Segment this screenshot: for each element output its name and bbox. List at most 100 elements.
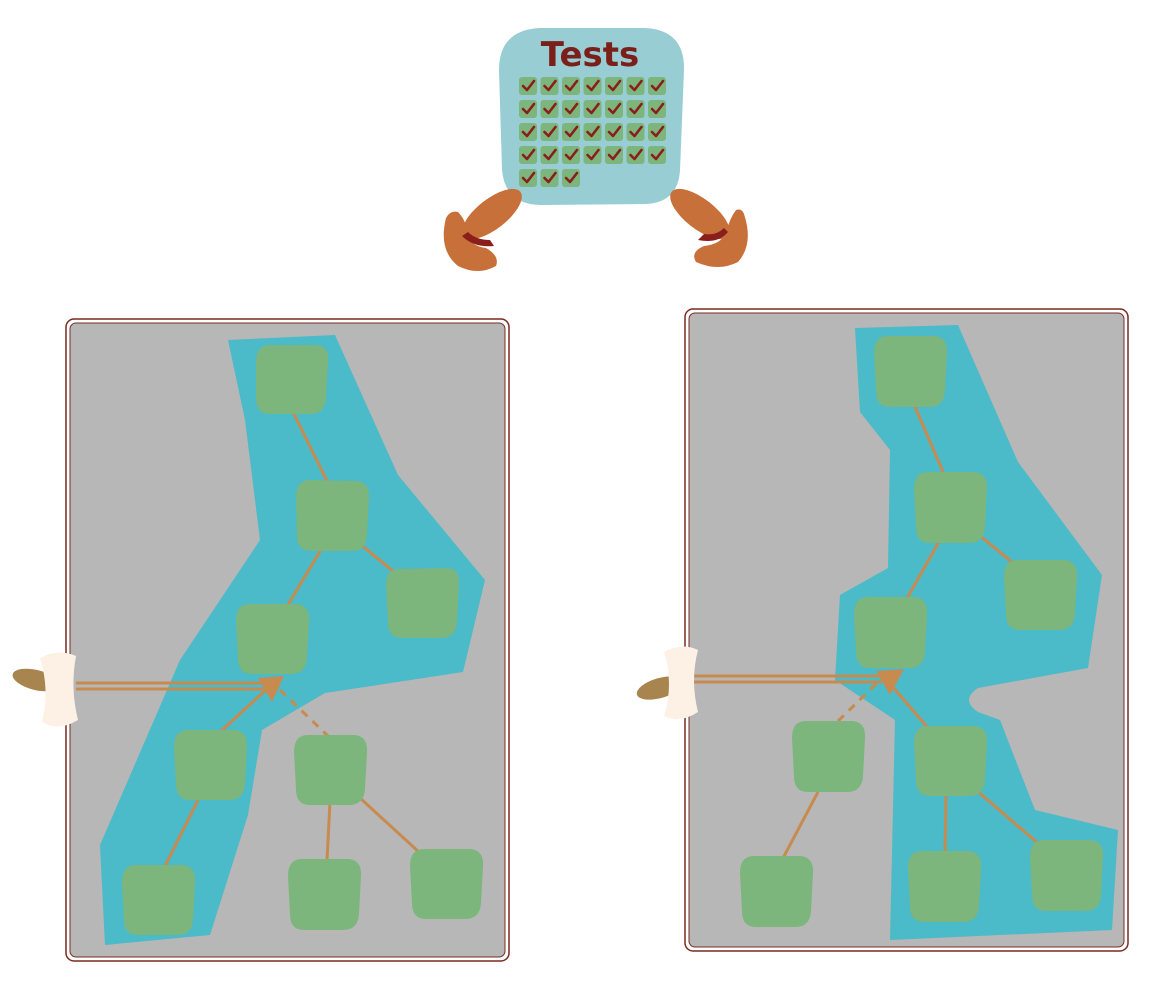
- check-mark-icon: [521, 79, 536, 92]
- graph-node: [256, 345, 329, 414]
- check-mark-icon: [564, 125, 579, 138]
- check-mark-icon: [521, 171, 536, 184]
- graph-node: [174, 730, 248, 800]
- edge: [358, 796, 422, 855]
- test-passed-check: [540, 123, 559, 141]
- check-mark-icon: [521, 102, 536, 115]
- test-passed-check: [562, 77, 580, 95]
- test-passed-check: [605, 100, 623, 118]
- check-mark-icon: [586, 102, 600, 115]
- check-mark-icon: [521, 148, 536, 161]
- check-mark-icon: [586, 79, 600, 92]
- check-mark-icon: [543, 102, 557, 115]
- check-mark-icon: [650, 148, 665, 161]
- graph-node: [740, 856, 814, 927]
- graph-node: [236, 604, 310, 674]
- left-hand-icon: [443, 188, 522, 271]
- check-mark-icon: [521, 125, 536, 138]
- right-edges: [780, 399, 1041, 861]
- check-mark-icon: [543, 148, 557, 161]
- edge: [780, 791, 820, 861]
- check-mark-icon: [607, 102, 622, 115]
- tests-title: Tests: [541, 35, 639, 75]
- test-passed-check: [605, 77, 623, 95]
- graph-node: [854, 597, 928, 668]
- graph-node: [386, 568, 460, 638]
- check-mark-icon: [564, 171, 579, 184]
- check-mark-icon: [650, 102, 665, 115]
- edge: [325, 801, 332, 861]
- test-passed-check: [648, 146, 666, 164]
- right-pointer-probe-icon: [636, 646, 904, 720]
- test-passed-check: [540, 100, 559, 118]
- test-passed-check: [562, 146, 580, 164]
- check-mark-icon: [543, 125, 557, 138]
- edge: [943, 793, 948, 853]
- right-panel: [636, 308, 1129, 952]
- test-passed-check: [626, 146, 645, 164]
- edge: [979, 534, 1013, 564]
- check-mark-icon: [564, 102, 579, 115]
- test-passed-check: [540, 169, 559, 187]
- graph-node: [874, 336, 948, 407]
- check-mark-icon: [586, 148, 600, 161]
- check-mark-icon: [564, 79, 579, 92]
- test-passed-check: [562, 169, 580, 187]
- test-passed-check: [583, 146, 602, 164]
- test-passed-check: [562, 100, 580, 118]
- edge: [910, 399, 946, 475]
- edge: [833, 682, 878, 726]
- check-mark-icon: [586, 125, 600, 138]
- edge: [218, 686, 270, 734]
- graph-node: [296, 480, 370, 551]
- graph-node: [914, 472, 988, 543]
- edge: [904, 539, 942, 601]
- graph-node: [1004, 560, 1078, 630]
- tests-card: Tests: [499, 28, 685, 205]
- test-passed-check: [605, 146, 623, 164]
- edge: [890, 685, 930, 729]
- test-passed-check: [540, 77, 559, 95]
- check-mark-icon: [543, 171, 557, 184]
- check-mark-icon: [564, 148, 579, 161]
- test-passed-check: [562, 123, 580, 141]
- left-nodes: [122, 345, 484, 935]
- right-nodes: [740, 336, 1104, 927]
- graph-node: [294, 735, 368, 805]
- test-passed-check: [626, 123, 645, 141]
- test-passed-check: [648, 100, 666, 118]
- graph-node: [122, 865, 196, 935]
- check-mark-icon: [543, 79, 557, 92]
- test-passed-check: [540, 146, 559, 164]
- edge: [163, 799, 200, 867]
- test-passed-check: [626, 77, 645, 95]
- test-passed-check: [519, 169, 537, 187]
- check-mark-icon: [629, 79, 643, 92]
- graph-node: [1030, 840, 1104, 911]
- test-passed-check: [519, 123, 537, 141]
- check-mark-icon: [650, 125, 665, 138]
- check-mark-icon: [607, 125, 622, 138]
- test-passed-check: [519, 100, 537, 118]
- edge: [284, 547, 324, 609]
- test-passed-check: [626, 100, 645, 118]
- test-passed-check: [605, 123, 623, 141]
- test-results-grid: [519, 77, 666, 187]
- graph-node: [908, 851, 982, 922]
- check-mark-icon: [650, 79, 665, 92]
- check-mark-icon: [629, 102, 643, 115]
- test-passed-check: [583, 123, 602, 141]
- left-edges: [163, 409, 422, 867]
- edge: [278, 688, 330, 738]
- test-passed-check: [519, 77, 537, 95]
- test-passed-check: [519, 146, 537, 164]
- check-mark-icon: [607, 79, 622, 92]
- right-hand-icon: [670, 188, 748, 267]
- check-mark-icon: [607, 148, 622, 161]
- left-pointer-probe-icon: [12, 652, 284, 727]
- edge: [290, 409, 330, 484]
- edge: [359, 542, 395, 574]
- graph-node: [914, 726, 988, 796]
- check-mark-icon: [629, 125, 643, 138]
- test-passed-check: [583, 77, 602, 95]
